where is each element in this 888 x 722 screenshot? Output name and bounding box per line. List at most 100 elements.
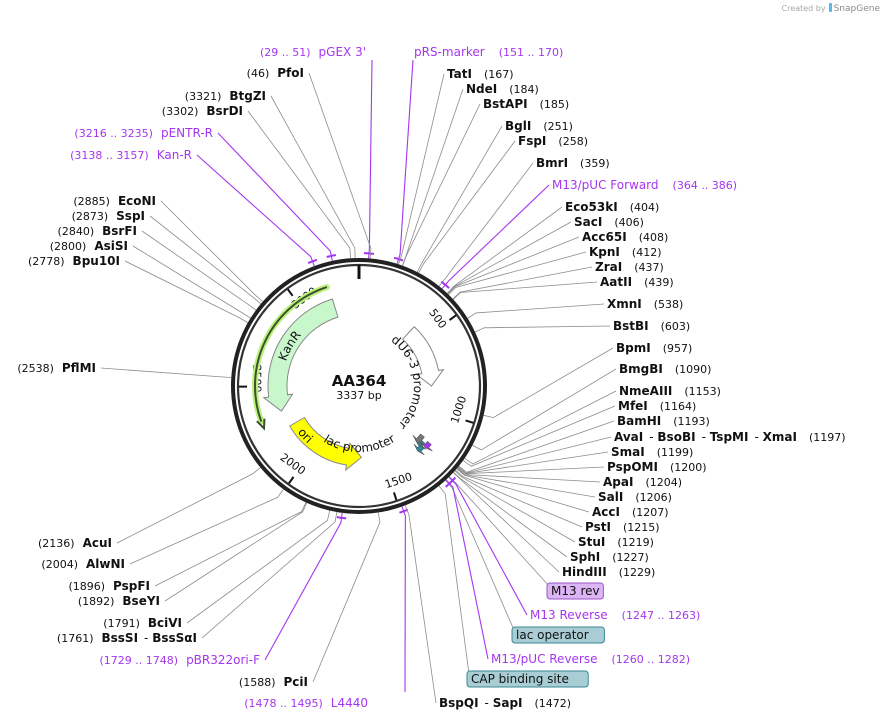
enzyme-label-asisi[interactable]: (2800)AsiSI xyxy=(50,239,128,253)
prs-marker-primer-marker[interactable] xyxy=(393,256,404,262)
enzyme-label-econi[interactable]: (2885)EcoNI xyxy=(73,194,156,208)
enzyme-label-psti[interactable]: PstI(1215) xyxy=(585,520,660,534)
enzyme-label-bpu10i[interactable]: (2778)Bpu10I xyxy=(28,254,120,268)
enzyme-label-pspomi[interactable]: PspOMI(1200) xyxy=(607,460,707,474)
enzyme-label-bgli[interactable]: BglI(251) xyxy=(505,119,573,133)
enzyme-label-bcivi[interactable]: (1791)BciVI xyxy=(103,616,182,630)
feature-ori[interactable] xyxy=(289,416,363,472)
enzyme-label-alwni[interactable]: (2004)AlwNI xyxy=(41,557,125,571)
site-name: TatI xyxy=(447,67,472,81)
site-name: AatII xyxy=(600,275,632,289)
enzyme-label-acui[interactable]: (2136) AcuI xyxy=(38,536,112,550)
primer-label-pgex-3[interactable]: (29 .. 51)pGEX 3' xyxy=(260,45,366,59)
kanr-orf-line[interactable] xyxy=(254,286,328,422)
enzyme-label-zrai[interactable]: ZraI(437) xyxy=(595,260,664,274)
bpmi-leader-line xyxy=(483,347,614,419)
primer-label-kan-r[interactable]: (3138 .. 3157)Kan-R xyxy=(70,148,192,162)
enzyme-label-xmni[interactable]: XmnI(538) xyxy=(607,297,683,311)
enzyme-label-bspqi[interactable]: BspQI- SapI(1472) xyxy=(439,696,571,710)
enzyme-label-sali[interactable]: SalI(1206) xyxy=(598,490,672,504)
enzyme-label-sspi[interactable]: (2873)SspI xyxy=(72,209,145,223)
m13-reverse-leader-line xyxy=(448,476,528,616)
enzyme-label-avai[interactable]: AvaI- BsoBI- TspMI- XmaI(1197) xyxy=(614,430,846,444)
enzyme-label-pcii[interactable]: (1588)PciI xyxy=(239,675,308,689)
site-name: BstBI xyxy=(613,319,649,333)
lac-region-mark[interactable] xyxy=(413,443,425,456)
enzyme-label-bmri[interactable]: BmrI(359) xyxy=(536,156,610,170)
enzyme-label-pspfi[interactable]: (1896)PspFI xyxy=(68,579,150,593)
site-name: ApaI xyxy=(603,475,633,489)
primer-label-m13-puc-forward[interactable]: M13/pUC Forward(364 .. 386) xyxy=(552,178,737,192)
bmri-leader-line xyxy=(438,162,534,287)
enzyme-label-bsrfi[interactable]: (2840)BsrFI xyxy=(58,224,137,238)
enzyme-label-bpmi[interactable]: BpmI(957) xyxy=(616,341,692,355)
pentr-r-primer-marker[interactable] xyxy=(326,254,337,258)
site-position: (1219) xyxy=(617,536,654,549)
enzyme-label-pflmi[interactable]: (2538)PflMI xyxy=(17,361,96,375)
enzyme-label-acci[interactable]: AccI(1207) xyxy=(592,505,669,519)
site-position: (2800) xyxy=(50,240,87,253)
pgex-3-primer-marker[interactable] xyxy=(363,252,375,255)
site-name: AvaI xyxy=(614,430,643,444)
primer-label-pentr-r[interactable]: (3216 .. 3235)pENTR-R xyxy=(74,126,213,140)
primer-label-m13-reverse[interactable]: M13 Reverse(1247 .. 1263) xyxy=(530,608,700,622)
site-name: PciI xyxy=(284,675,309,689)
bstbi-leader-line xyxy=(474,325,611,333)
site-name: AcuI xyxy=(83,536,112,550)
enzyme-label-acc65i[interactable]: Acc65I(408) xyxy=(582,230,668,244)
enzyme-label-bseyi[interactable]: (1892)BseYI xyxy=(78,594,160,608)
site-position: (1791) xyxy=(103,617,140,630)
feature-box-lac-operator[interactable] xyxy=(511,626,605,644)
feature-kanr[interactable] xyxy=(262,298,339,412)
site-position: (3138 .. 3157) xyxy=(70,149,149,162)
primer-label-m13-puc-reverse[interactable]: M13/pUC Reverse(1260 .. 1282) xyxy=(491,652,690,666)
enzyme-label-bstapi[interactable]: BstAPI(185) xyxy=(483,97,569,111)
enzyme-label-saci[interactable]: SacI(406) xyxy=(574,215,644,229)
feature-box-m13-rev[interactable] xyxy=(546,582,604,600)
enzyme-label-tati[interactable]: TatI(167) xyxy=(447,67,514,81)
enzyme-label-bstbi[interactable]: BstBI(603) xyxy=(613,319,690,333)
site-name: SacI xyxy=(574,215,602,229)
primer-label-pbr322ori-f[interactable]: (1729 .. 1748)pBR322ori-F xyxy=(100,653,261,667)
enzyme-label-pfoi[interactable]: (46)PfoI xyxy=(247,66,304,80)
enzyme-label-aatii[interactable]: AatII(439) xyxy=(600,275,674,289)
enzyme-label-nmeaiii[interactable]: NmeAIII(1153) xyxy=(619,384,721,398)
site-name: BamHI xyxy=(617,414,661,428)
feature-du6-3-promoter[interactable] xyxy=(401,326,445,387)
primer-label-prs-marker[interactable]: pRS-marker(151 .. 170) xyxy=(414,45,563,59)
pbr322ori-f-primer-marker[interactable] xyxy=(336,516,347,520)
site-name: BssSαI xyxy=(152,631,197,645)
site-position: (1227) xyxy=(612,551,649,564)
enzyme-label-bmgbi[interactable]: BmgBI(1090) xyxy=(619,362,711,376)
enzyme-label-apai[interactable]: ApaI(1204) xyxy=(603,475,682,489)
tick-label: 500 xyxy=(426,306,449,331)
m13-puc-forward-primer-marker[interactable] xyxy=(440,280,450,289)
enzyme-label-stui[interactable]: StuI(1219) xyxy=(578,535,654,549)
site-position: (1164) xyxy=(660,400,697,413)
l4440-primer-marker[interactable] xyxy=(399,508,409,514)
enzyme-label-hindiii[interactable]: HindIII(1229) xyxy=(562,565,655,579)
site-position: (1247 .. 1263) xyxy=(622,609,701,622)
site-position: (2136) xyxy=(38,537,75,550)
enzyme-label-mfei[interactable]: MfeI(1164) xyxy=(618,399,696,413)
site-name: BmrI xyxy=(536,156,568,170)
site-name: ZraI xyxy=(595,260,622,274)
feature-box-cap-binding-site[interactable] xyxy=(466,670,589,688)
enzyme-label-fspi[interactable]: FspI(258) xyxy=(518,134,588,148)
enzyme-label-ndei[interactable]: NdeI(184) xyxy=(466,82,539,96)
lac-region-mark[interactable] xyxy=(412,433,425,446)
snapgene-logo-icon xyxy=(828,3,832,12)
enzyme-label-smai[interactable]: SmaI(1199) xyxy=(611,445,693,459)
label-leader-lines xyxy=(100,59,617,704)
enzyme-label-btgzi[interactable]: (3321)BtgZI xyxy=(185,89,266,103)
kan-r-primer-marker[interactable] xyxy=(307,258,318,265)
enzyme-label-kpni[interactable]: KpnI(412) xyxy=(589,245,662,259)
m13-puc-reverse-primer-marker[interactable] xyxy=(445,479,454,488)
primer-label-l4440[interactable]: (1478 .. 1495)L4440 xyxy=(244,696,368,710)
enzyme-label-bsssi[interactable]: (1761)BssSI- BssSαI xyxy=(57,631,197,645)
enzyme-label-bsrdi[interactable]: (3302)BsrDI xyxy=(162,104,243,118)
enzyme-label-bamhi[interactable]: BamHI(1193) xyxy=(617,414,710,428)
bsrfi-leader-line xyxy=(141,230,257,311)
enzyme-label-sphi[interactable]: SphI(1227) xyxy=(570,550,649,564)
enzyme-label-eco53ki[interactable]: Eco53kI(404) xyxy=(565,200,659,214)
